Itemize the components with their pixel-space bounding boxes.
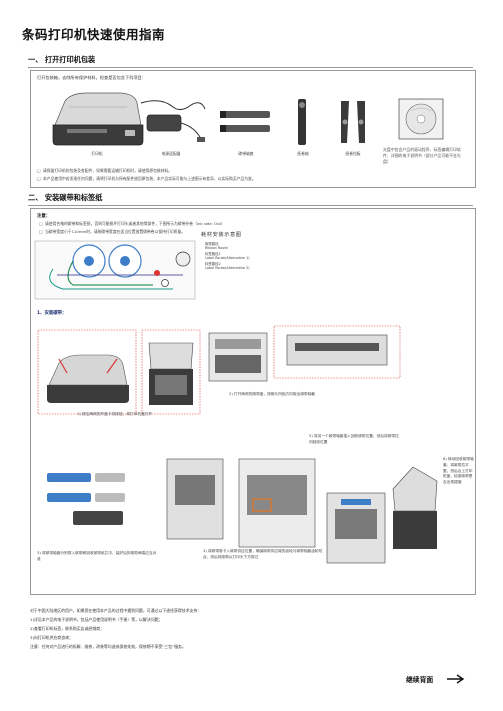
power-adapter-image [140, 100, 206, 142]
cd-note: 光盘中包含产品的驱动程序、标签编辑打印软件、详细的电子说明书（部分产品可能不含光… [383, 147, 461, 165]
diagram-label-ribbon-cn: 碳带路径 [205, 242, 219, 246]
caption-step6: 6) 转动回收碳带轴套，将碳带拉平整，然后合上打印机盖，检查碳带是否出现褶皱 [443, 457, 474, 485]
diagram-title: 耗材安装示意图 [201, 232, 242, 238]
step1-image [37, 329, 137, 415]
note-bullet-1-text: 请使用合格的碳带和标签纸，否则可能损坏打印头或者其他零部件，下图所示为碳带外卷（… [45, 221, 225, 226]
package-check-1: □ 请保留打印机的包装及各配件，如果需要运输打印机时，请使用原包装材料。 [37, 168, 172, 174]
package-check-1-text: 请保留打印机的包装及各配件，如果需要运输打印机时，请使用原包装材料。 [43, 168, 173, 173]
caption-step2: 2) 打开两侧的碳带盖，按箭头所指方向取出碳带轴套 [229, 392, 316, 396]
item-label-printer: 打印机 [91, 151, 103, 156]
item-label-power-adapter: 电源适配器 [161, 151, 181, 156]
item-label-paper-spindle: 纸卷轴 [297, 151, 309, 156]
section1-heading-text: 一、 打开打印机包装 [28, 55, 96, 64]
continue-label: 继续背面 [406, 676, 434, 684]
support-line-1: 对于中国大陆地区的用户，如果您在使用本产品的过程中遇到问题，可通过以下途径获得技… [30, 608, 202, 613]
diagram-label-route2-cn: 标签路径2 [205, 262, 221, 266]
section2-divider [28, 205, 473, 206]
diagram-label-route1-cn: 标签路径1 [205, 252, 221, 256]
section1-heading: 一、 打开打印机包装 [28, 55, 473, 68]
note-bullet-2-text: 当碳带宽度小于110mm时，请按碳带宽度在适当位置放置碳带卷以保持打印质量。 [45, 229, 185, 234]
caption-step5: 5) 将另一个碳带轴套插入回收碳带位置，然后将碳带拉向回收位置 [309, 434, 399, 444]
step2-detail-image [273, 325, 401, 379]
note-bullet-1: □ 请使用合格的碳带和标签纸，否则可能损坏打印头或者其他零部件，下图所示为碳带外… [39, 221, 225, 227]
ribbon-install-box: 注意： □ 请使用合格的碳带和标签纸，否则可能损坏打印头或者其他零部件，下图所示… [30, 208, 476, 595]
item-label-ribbon-spindle: 碳带轴套 [238, 151, 254, 156]
diagram-label-route2: 标签路径2 Label Route(Alternative 2) [205, 262, 250, 270]
checkbox-icon: □ [39, 221, 46, 226]
printer-image [52, 92, 144, 146]
package-contents-box: 打开包装箱，去除所有保护材料，检查是否包含下列项目： 打印机 电源适配器 碳带轴… [30, 70, 476, 188]
step3-image [47, 473, 125, 525]
step-heading: 1、安装碳带： [37, 311, 67, 316]
caption-step3: 3) 将碳带轴套分别穿入碳带和回收碳带纸芯中，装好后的碳带两端应当对准 [37, 551, 157, 561]
note-bullet-2: □ 当碳带宽度小于110mm时，请按碳带宽度在适当位置放置碳带卷以保持打印质量。 [39, 229, 185, 235]
cd-image [398, 98, 444, 140]
diagram-label-ribbon: 碳带路径 Ribbon Route [205, 242, 228, 250]
caption-step1: 1) 按住两侧的开盖卡扣按钮，将打印机盖打开 [77, 412, 153, 416]
checkbox-icon: □ [39, 229, 46, 234]
support-line-2: 1)详见本产品的电子说明书，包括产品使用说明书（手册）等，以解决问题； [30, 617, 163, 622]
step6-image [392, 466, 438, 549]
item-label-paper-guide: 纸卷挡板 [345, 151, 361, 156]
diagram-label-route1: 标签路径1 Label Route(Alternative 1) [205, 252, 250, 260]
package-intro: 打开包装箱，去除所有保护材料，检查是否包含下列项目： [37, 75, 146, 80]
support-line-3: 2)查看打印机标签，联系购买店或经销商； [30, 626, 105, 631]
diagram-label-ribbon-en: Ribbon Route [205, 246, 228, 251]
caption-step4: 4) 将碳带卷卡入碳带供应位置，确保碳带供应端的齿轮与碳带轴套齿轮咬合，然后将碳… [203, 549, 323, 559]
step4-image [166, 458, 316, 548]
paper-guide-image [341, 101, 365, 143]
ribbon-spindle-image [220, 111, 270, 132]
media-path-diagram [34, 240, 196, 300]
support-line-5: 注意：任何对产品进行的拆解、维修，改装等均造成保修失效，保修期不享受“三包”服务… [30, 644, 186, 649]
diagram-label-route2-en: Label Route(Alternative 2) [205, 266, 250, 271]
step2-image [208, 332, 268, 382]
page-title: 条码打印机快速使用指南 [22, 27, 166, 42]
checkbox-icon: □ [37, 168, 44, 173]
arrow-right-icon [447, 674, 465, 684]
support-line-4: 3)向打印机供应商咨询； [30, 635, 73, 640]
section2-heading: 二、 安装碳带和标签纸 [28, 193, 473, 206]
step5-image [326, 492, 386, 564]
package-check-2-text: 本产品使用中若发现任何问题，请将打印机与所有配件放回原包装，本产品实际可能与上述… [43, 176, 256, 181]
step1-open-image [141, 329, 201, 415]
section1-divider [28, 67, 473, 68]
note-label: 注意： [37, 214, 51, 219]
continue-on-back: 继续背面 [402, 672, 472, 686]
checkbox-icon: □ [37, 176, 44, 181]
package-check-2: □ 本产品使用中若发现任何问题，请将打印机与所有配件放回原包装，本产品实际可能与… [37, 176, 256, 182]
diagram-label-route1-en: Label Route(Alternative 1) [205, 256, 250, 261]
paper-spindle-image [298, 99, 306, 145]
section2-heading-text: 二、 安装碳带和标签纸 [28, 193, 103, 202]
